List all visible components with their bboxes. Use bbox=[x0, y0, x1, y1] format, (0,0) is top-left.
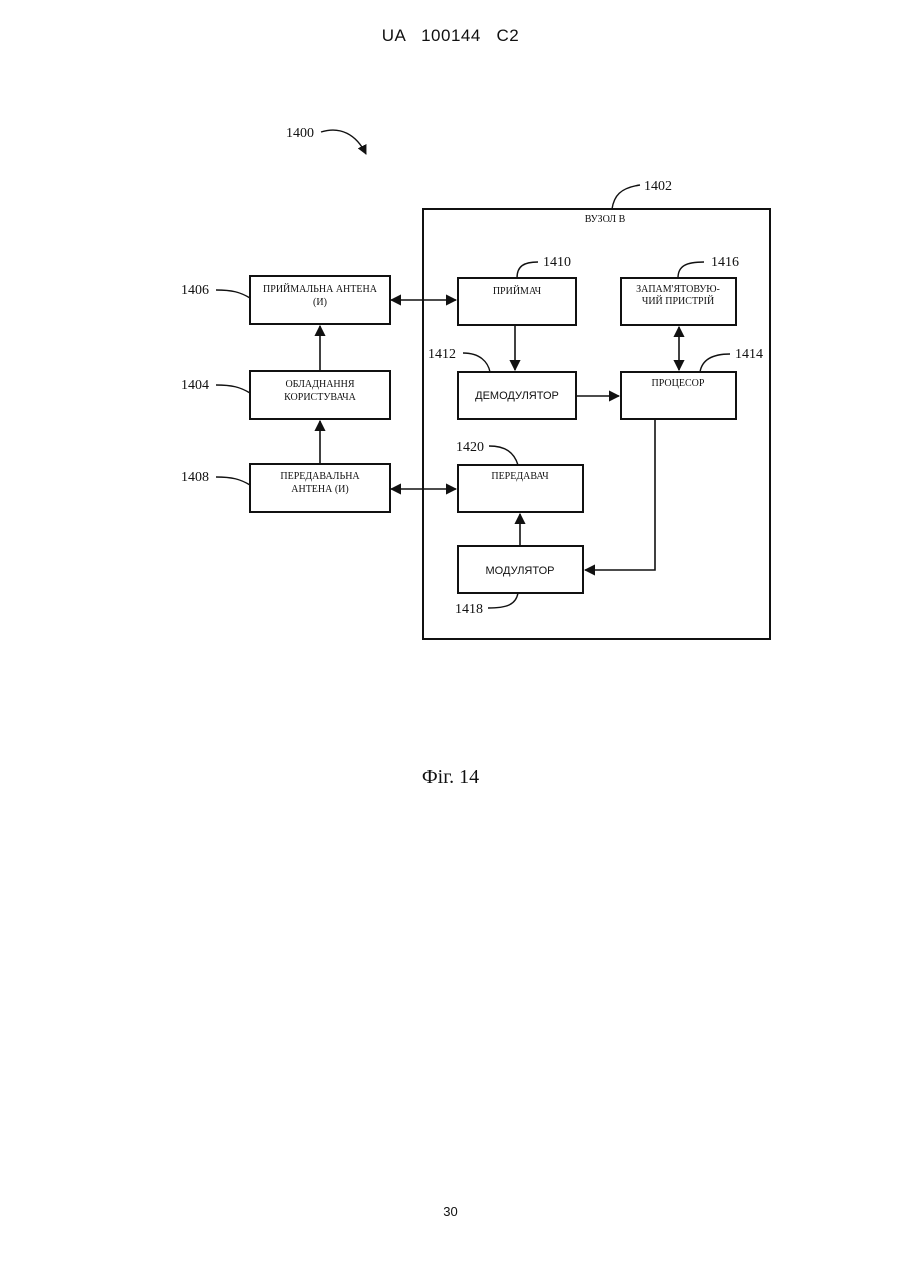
ref-1418-lead bbox=[488, 593, 518, 608]
memory-label-line1: ЗАПАМ'ЯТОВУЮ- bbox=[636, 284, 720, 295]
ref-1420-lead bbox=[489, 446, 518, 465]
ref-1416-lead bbox=[678, 262, 704, 278]
receiver-label: ПРИЙМАЧ bbox=[493, 285, 542, 297]
ref-1402-lead bbox=[612, 185, 640, 209]
demodulator-label: ДЕМОДУЛЯТОР bbox=[475, 390, 559, 402]
ref-1404-lead bbox=[216, 385, 250, 393]
modulator-label: МОДУЛЯТОР bbox=[486, 565, 555, 577]
transmitter-label: ПЕРЕДАВАЧ bbox=[491, 471, 549, 482]
node-b-label: ВУЗОЛ В bbox=[585, 214, 626, 225]
ref-1412-lead bbox=[463, 353, 490, 372]
page-number: 30 bbox=[0, 1204, 901, 1219]
ref-1410: 1410 bbox=[543, 255, 571, 270]
ref-1402: 1402 bbox=[644, 179, 672, 194]
ref-1406: 1406 bbox=[181, 283, 209, 298]
rx-antenna-label-line1: ПРИЙМАЛЬНА АНТЕНА bbox=[263, 283, 378, 295]
memory-label-line2: ЧИЙ ПРИСТРІЙ bbox=[642, 295, 714, 307]
ref-1420: 1420 bbox=[456, 440, 484, 455]
ref-1408: 1408 bbox=[181, 470, 209, 485]
user-equipment-label-line1: ОБЛАДНАННЯ bbox=[285, 379, 354, 390]
ref-1412: 1412 bbox=[428, 347, 456, 362]
tx-antenna-label-line2: АНТЕНА (И) bbox=[291, 484, 349, 495]
processor-label: ПРОЦЕСОР bbox=[652, 378, 705, 389]
ref-1414: 1414 bbox=[735, 347, 763, 362]
user-equipment-label-line2: КОРИСТУВАЧА bbox=[284, 392, 357, 403]
rx-antenna-label-line2: (И) bbox=[313, 297, 327, 308]
figure-caption: Фіг. 14 bbox=[0, 766, 901, 789]
ref-1418: 1418 bbox=[455, 602, 483, 617]
tx-antenna-label-line1: ПЕРЕДАВАЛЬНА bbox=[280, 471, 360, 482]
ref-1410-lead bbox=[517, 262, 538, 278]
ref-1416: 1416 bbox=[711, 255, 739, 270]
processor-to-modulator-arrow bbox=[585, 419, 655, 570]
ref-1408-lead bbox=[216, 477, 250, 485]
ref-1404: 1404 bbox=[181, 378, 209, 393]
block-diagram: 1400 ВУЗОЛ В 1402 ПРИЙМАЛЬНА АНТЕНА (И) … bbox=[0, 0, 901, 760]
ref-1400: 1400 bbox=[286, 126, 314, 141]
ref-1414-lead bbox=[700, 354, 730, 372]
ref-1406-lead bbox=[216, 290, 250, 298]
ref-1400-arrow bbox=[321, 130, 366, 154]
